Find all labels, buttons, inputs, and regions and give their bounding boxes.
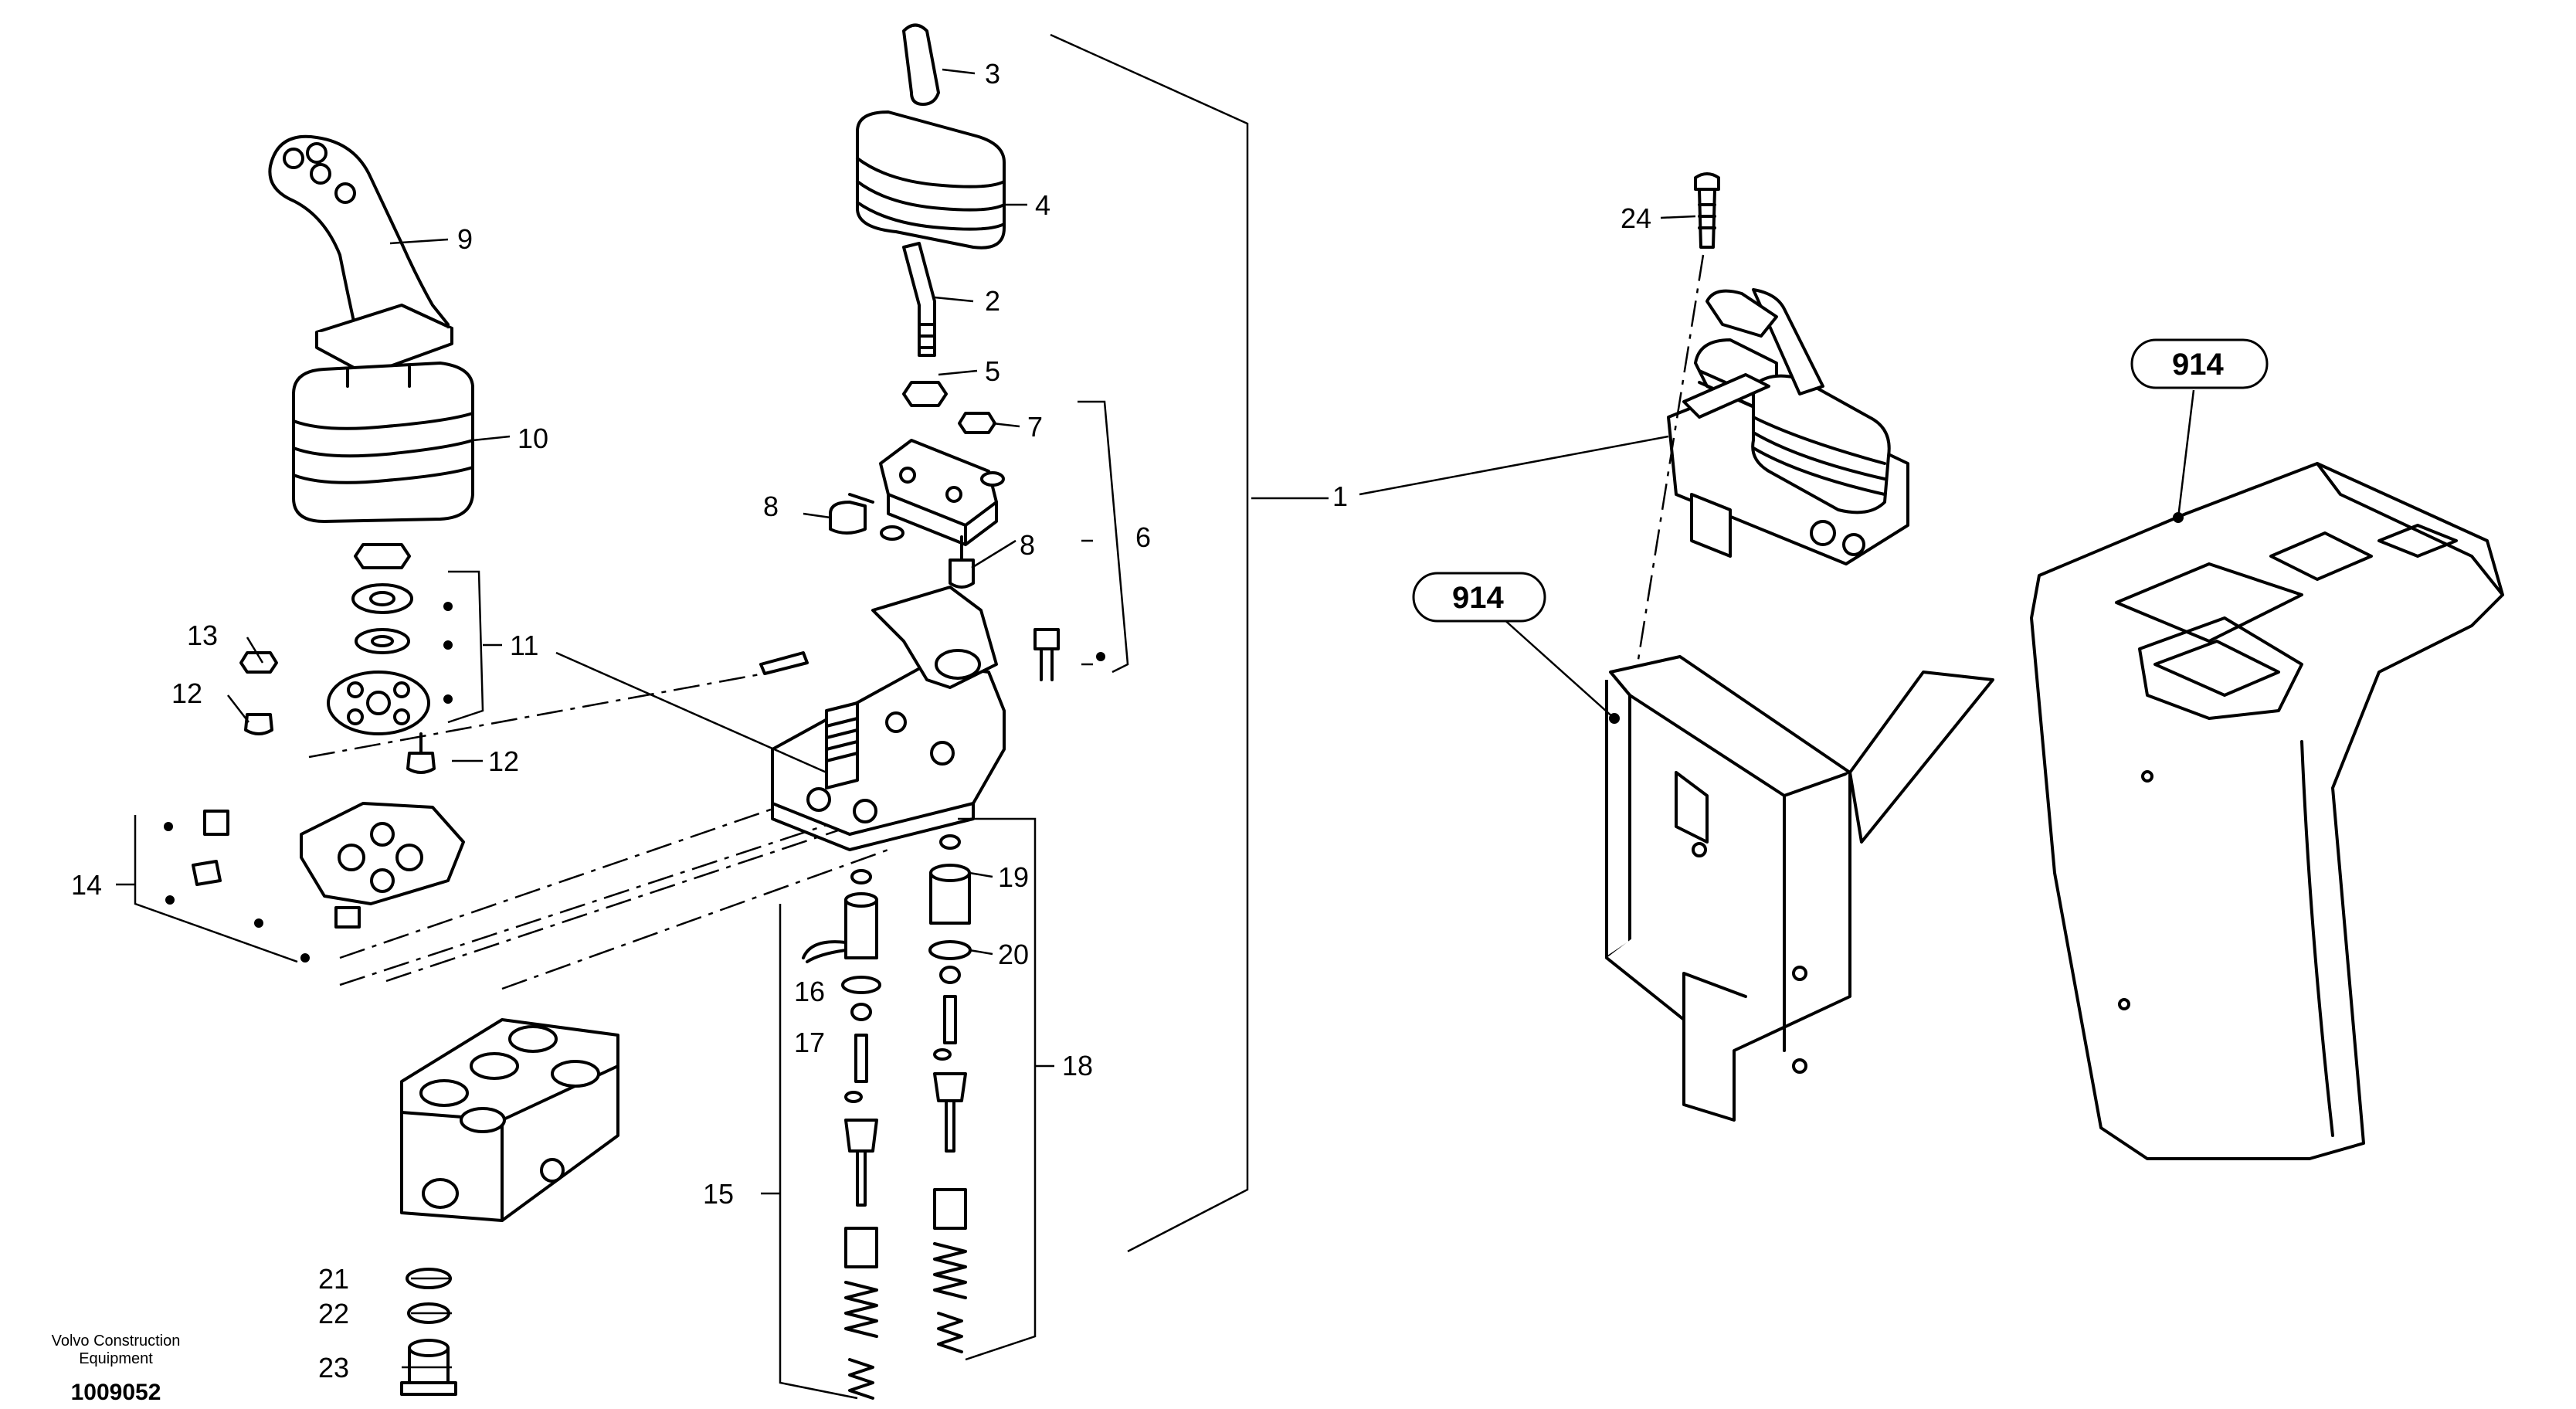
callout-17: 17 (794, 1027, 825, 1058)
rubber-boot-4 (856, 110, 1006, 250)
spool-stack-15 (802, 869, 881, 1400)
bolt-24 (1694, 172, 1720, 249)
group-bracket-1 (1050, 33, 1249, 1253)
callout-7: 7 (1027, 411, 1043, 443)
callout-15: 15 (703, 1178, 734, 1210)
callout-18: 18 (1062, 1050, 1093, 1081)
mounting-frame-914 (1605, 655, 1994, 1122)
bracket-assembly-6 (829, 439, 1060, 681)
callout-5: 5 (985, 355, 1000, 387)
callout-3: 3 (985, 58, 1000, 90)
leader-lines (116, 68, 2195, 1400)
spool-stack-18 (928, 834, 972, 1353)
callout-12a: 12 (171, 677, 202, 709)
callout-10: 10 (518, 423, 548, 454)
callout-14: 14 (71, 869, 102, 901)
nut-and-washer (351, 543, 413, 654)
plate-assembly-11 (327, 671, 430, 735)
callout-8a: 8 (763, 491, 779, 522)
nut-13-and-screws-12 (239, 651, 436, 774)
valve-body (400, 1018, 619, 1222)
callout-1: 1 (1332, 480, 1348, 512)
callout-20: 20 (998, 939, 1029, 970)
joystick-handle (268, 134, 453, 376)
callout-19: 19 (998, 861, 1029, 893)
lever-rod-2 (902, 242, 936, 357)
ref-914-label: 914 (1452, 581, 1504, 615)
reference-dots (164, 512, 2184, 963)
assembly-line (1636, 254, 1705, 665)
callout-6: 6 (1135, 521, 1151, 553)
assembly-line (385, 825, 850, 983)
reference-914-b: 914 (2130, 338, 2269, 389)
octagon-plate-14 (192, 802, 465, 929)
company-name-line2: Equipment (79, 1350, 153, 1367)
assembly-line (339, 813, 858, 986)
ref-914-label: 914 (2172, 348, 2224, 382)
assembly-line (501, 848, 889, 990)
callout-12b: 12 (488, 745, 519, 777)
base-plate-assembly (759, 586, 1006, 851)
nuts-5-7 (902, 381, 996, 434)
callout-2: 2 (985, 285, 1000, 317)
callout-23: 23 (318, 1352, 349, 1384)
callout-4: 4 (1035, 189, 1050, 221)
company-name-line1: Volvo Construction (52, 1333, 181, 1350)
assembly-line (339, 794, 812, 959)
callout-9: 9 (457, 223, 473, 255)
reference-914-a: 914 (1412, 572, 1546, 623)
lever-assembly-1 (1667, 288, 1909, 565)
callout-8b: 8 (1020, 529, 1035, 561)
cover-914 (2030, 462, 2504, 1160)
assembly-line (308, 671, 773, 759)
callout-24: 24 (1621, 202, 1651, 234)
callout-labels: 3 4 2 5 7 8 8 6 9 10 11 13 12 12 14 15 1… (71, 58, 1651, 1384)
callout-13: 13 (187, 620, 218, 651)
callout-21: 21 (318, 1263, 349, 1295)
callout-16: 16 (794, 976, 825, 1007)
joystick-boot (292, 362, 474, 523)
drawing-number: 1009052 (71, 1380, 161, 1405)
callout-11: 11 (510, 630, 538, 661)
footer: Volvo Construction Equipment 1009052 (52, 1333, 181, 1405)
plug-21-22-23 (400, 1268, 457, 1396)
callout-22: 22 (318, 1298, 349, 1329)
